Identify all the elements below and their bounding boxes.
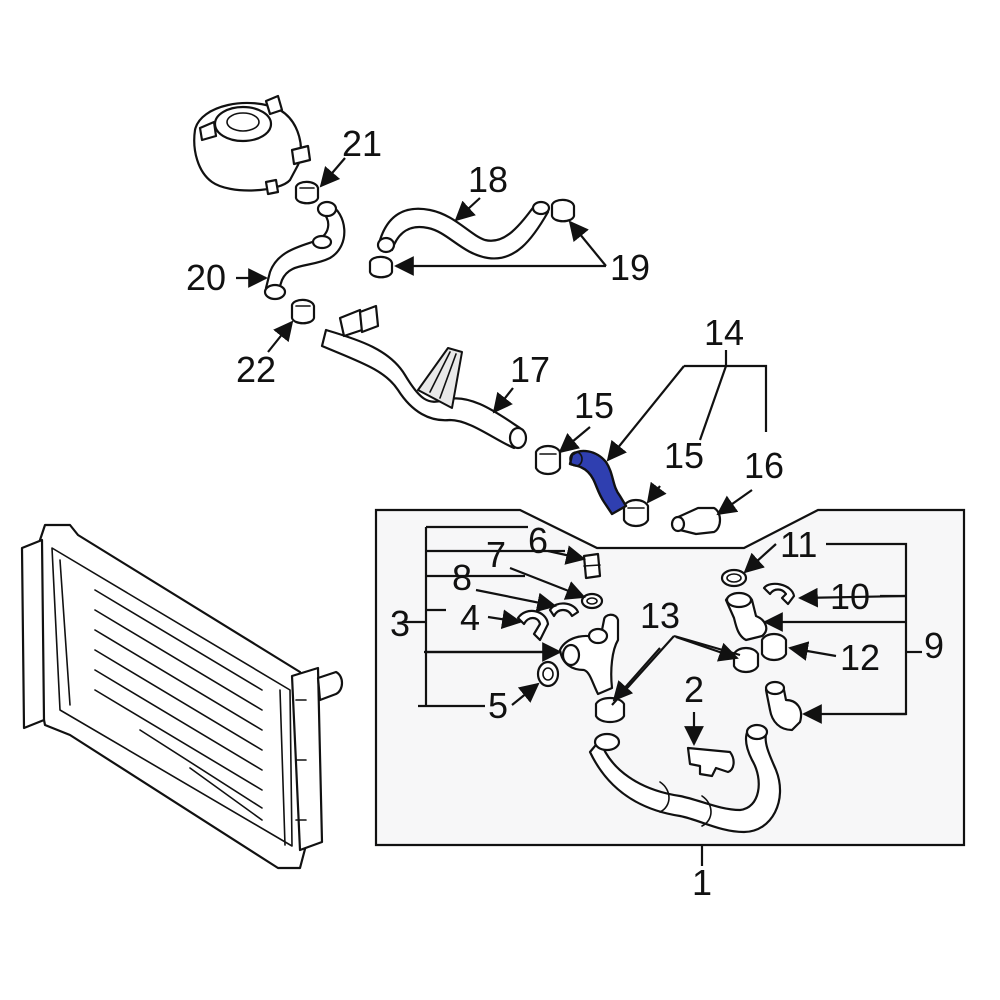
callout-15a: 15 [574, 385, 614, 426]
callout-7: 7 [486, 534, 506, 575]
hose-18 [376, 200, 551, 260]
callout-1: 1 [692, 862, 712, 903]
callout-8: 8 [452, 557, 472, 598]
callout-10: 10 [830, 576, 870, 617]
callout-3: 3 [390, 603, 410, 644]
clip-8 [548, 602, 580, 618]
callout-12: 12 [840, 637, 880, 678]
clamp-13-left [594, 696, 626, 724]
callout-4: 4 [460, 597, 480, 638]
clamp-22 [290, 298, 316, 325]
clamp-12 [760, 632, 788, 662]
clip-4 [516, 609, 550, 642]
clamp-19-right [550, 198, 576, 223]
callout-2: 2 [684, 669, 704, 710]
expansion-tank [193, 94, 312, 196]
elbow-9-lower [764, 680, 803, 732]
callout-6: 6 [528, 520, 548, 561]
clamp-13-right [732, 646, 760, 674]
callout-14: 14 [704, 312, 744, 353]
bracket-2 [686, 746, 735, 778]
radiator [20, 523, 344, 870]
hose-20 [263, 200, 346, 301]
clamp-21 [294, 180, 320, 205]
callout-5: 5 [488, 685, 508, 726]
callout-15b: 15 [664, 435, 704, 476]
leader-lines [236, 157, 922, 866]
pipe-17 [320, 304, 528, 450]
callout-13: 13 [640, 595, 680, 636]
hose-14-highlighted [568, 449, 628, 516]
oring-7 [580, 592, 604, 610]
clip-10 [762, 582, 796, 606]
callout-16: 16 [744, 445, 784, 486]
oring-5 [536, 660, 560, 688]
callout-20: 20 [186, 257, 226, 298]
clamp-15-upper [534, 444, 562, 476]
fitting-16 [670, 506, 722, 536]
callout-19: 19 [610, 247, 650, 288]
callout-22: 22 [236, 349, 276, 390]
flange-3 [558, 613, 620, 696]
clamp-19-left [368, 255, 394, 279]
clamp-15-lower [622, 498, 650, 528]
oring-11 [720, 568, 748, 588]
callout-18: 18 [468, 159, 508, 200]
callout-17: 17 [510, 349, 550, 390]
hose-1 [588, 723, 782, 834]
sensor-6 [582, 552, 602, 580]
callout-9: 9 [924, 625, 944, 666]
callout-21: 21 [342, 123, 382, 164]
callout-11: 11 [780, 524, 817, 565]
